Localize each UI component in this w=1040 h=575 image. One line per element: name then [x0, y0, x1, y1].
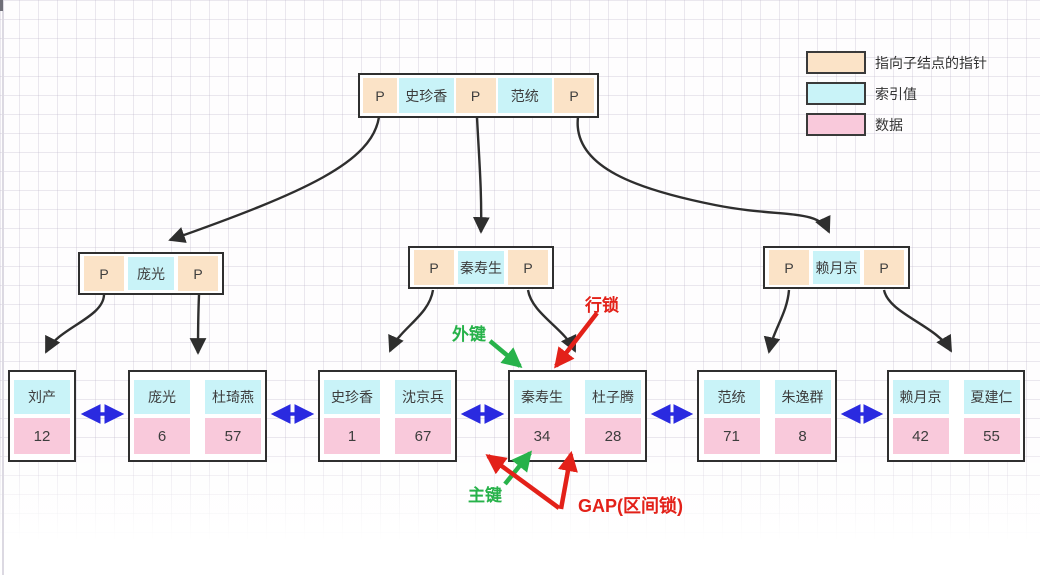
- record-value-cell: 71: [703, 418, 760, 454]
- primary-key-label: 主键: [468, 486, 502, 505]
- legend-label-pointer: 指向子结点的指针: [875, 54, 987, 71]
- record-value-cell: 6: [134, 418, 190, 454]
- record-name-cell: 史珍香: [324, 380, 380, 414]
- record-name-cell: 范统: [703, 380, 760, 414]
- pointer-cell: P: [864, 250, 904, 285]
- record-value-cell: 8: [774, 418, 831, 454]
- legend-label-data: 数据: [875, 116, 903, 133]
- internal-node-qinshousheng: P 秦寿生 P: [408, 246, 554, 289]
- record-name-cell: 杜琦燕: [205, 380, 261, 414]
- record-entry: 杜子腾 28: [585, 380, 641, 460]
- pointer-cell: P: [414, 250, 454, 285]
- legend-row-index: 索引值: [806, 82, 987, 105]
- record-name-cell: 秦寿生: [514, 380, 570, 414]
- leaf-node: 史珍香 1 沈京兵 67: [318, 370, 457, 462]
- legend-swatch-index: [806, 82, 866, 105]
- record-name-cell: 杜子腾: [585, 380, 641, 414]
- index-key-cell: 范统: [497, 78, 552, 113]
- record-value-cell: 12: [14, 418, 70, 454]
- leaf-node: 刘产 12: [8, 370, 76, 462]
- record-name-cell: 沈京兵: [395, 380, 451, 414]
- record-entry: 秦寿生 34: [514, 380, 570, 460]
- record-name-cell: 庞光: [134, 380, 190, 414]
- record-value-cell: 28: [585, 418, 641, 454]
- record-entry: 朱逸群 8: [774, 380, 831, 460]
- legend-row-pointer: 指向子结点的指针: [806, 51, 987, 74]
- legend-swatch-data: [806, 113, 866, 136]
- left-edge-line: [2, 0, 4, 575]
- leaf-node: 庞光 6 杜琦燕 57: [128, 370, 267, 462]
- pointer-cell: P: [84, 256, 124, 291]
- pointer-cell: P: [178, 256, 218, 291]
- pointer-cell: P: [508, 250, 548, 285]
- legend-swatch-pointer: [806, 51, 866, 74]
- legend: 指向子结点的指针 索引值 数据: [806, 51, 987, 144]
- leaf-node: 秦寿生 34 杜子腾 28: [508, 370, 647, 462]
- pointer-cell: P: [455, 78, 496, 113]
- pointer-cell: P: [554, 78, 594, 113]
- record-entry: 赖月京 42: [892, 380, 949, 460]
- left-edge-mark: [0, 0, 3, 11]
- record-name-cell: 朱逸群: [774, 380, 831, 414]
- foreign-key-label: 外键: [452, 325, 486, 344]
- record-entry: 沈京兵 67: [395, 380, 451, 460]
- row-lock-label: 行锁: [585, 296, 619, 315]
- index-key-cell: 庞光: [128, 257, 174, 290]
- record-entry: 史珍香 1: [324, 380, 380, 460]
- record-value-cell: 1: [324, 418, 380, 454]
- record-entry: 夏建仁 55: [963, 380, 1020, 460]
- record-entry: 范统 71: [703, 380, 760, 460]
- pointer-cell: P: [769, 250, 809, 285]
- index-key-cell: 秦寿生: [458, 251, 504, 284]
- record-name-cell: 夏建仁: [963, 380, 1020, 414]
- record-entry: 庞光 6: [134, 380, 190, 460]
- record-entry: 杜琦燕 57: [205, 380, 261, 460]
- pointer-cell: P: [363, 78, 397, 113]
- leaf-node: 赖月京 42 夏建仁 55: [887, 370, 1025, 462]
- root-node: P 史珍香 P 范统 P: [358, 73, 599, 118]
- legend-label-index: 索引值: [875, 85, 917, 102]
- internal-node-laiyuejing: P 赖月京 P: [763, 246, 910, 289]
- record-value-cell: 34: [514, 418, 570, 454]
- record-entry: 刘产 12: [14, 380, 70, 460]
- record-value-cell: 42: [892, 418, 949, 454]
- record-value-cell: 67: [395, 418, 451, 454]
- index-key-cell: 赖月京: [813, 251, 860, 284]
- record-name-cell: 刘产: [14, 380, 70, 414]
- internal-node-pangguang: P 庞光 P: [78, 252, 224, 295]
- legend-row-data: 数据: [806, 113, 987, 136]
- record-name-cell: 赖月京: [892, 380, 949, 414]
- record-value-cell: 55: [963, 418, 1020, 454]
- gap-lock-label: GAP(区间锁): [578, 496, 683, 516]
- leaf-node: 范统 71 朱逸群 8: [697, 370, 837, 462]
- index-key-cell: 史珍香: [399, 78, 454, 113]
- record-value-cell: 57: [205, 418, 261, 454]
